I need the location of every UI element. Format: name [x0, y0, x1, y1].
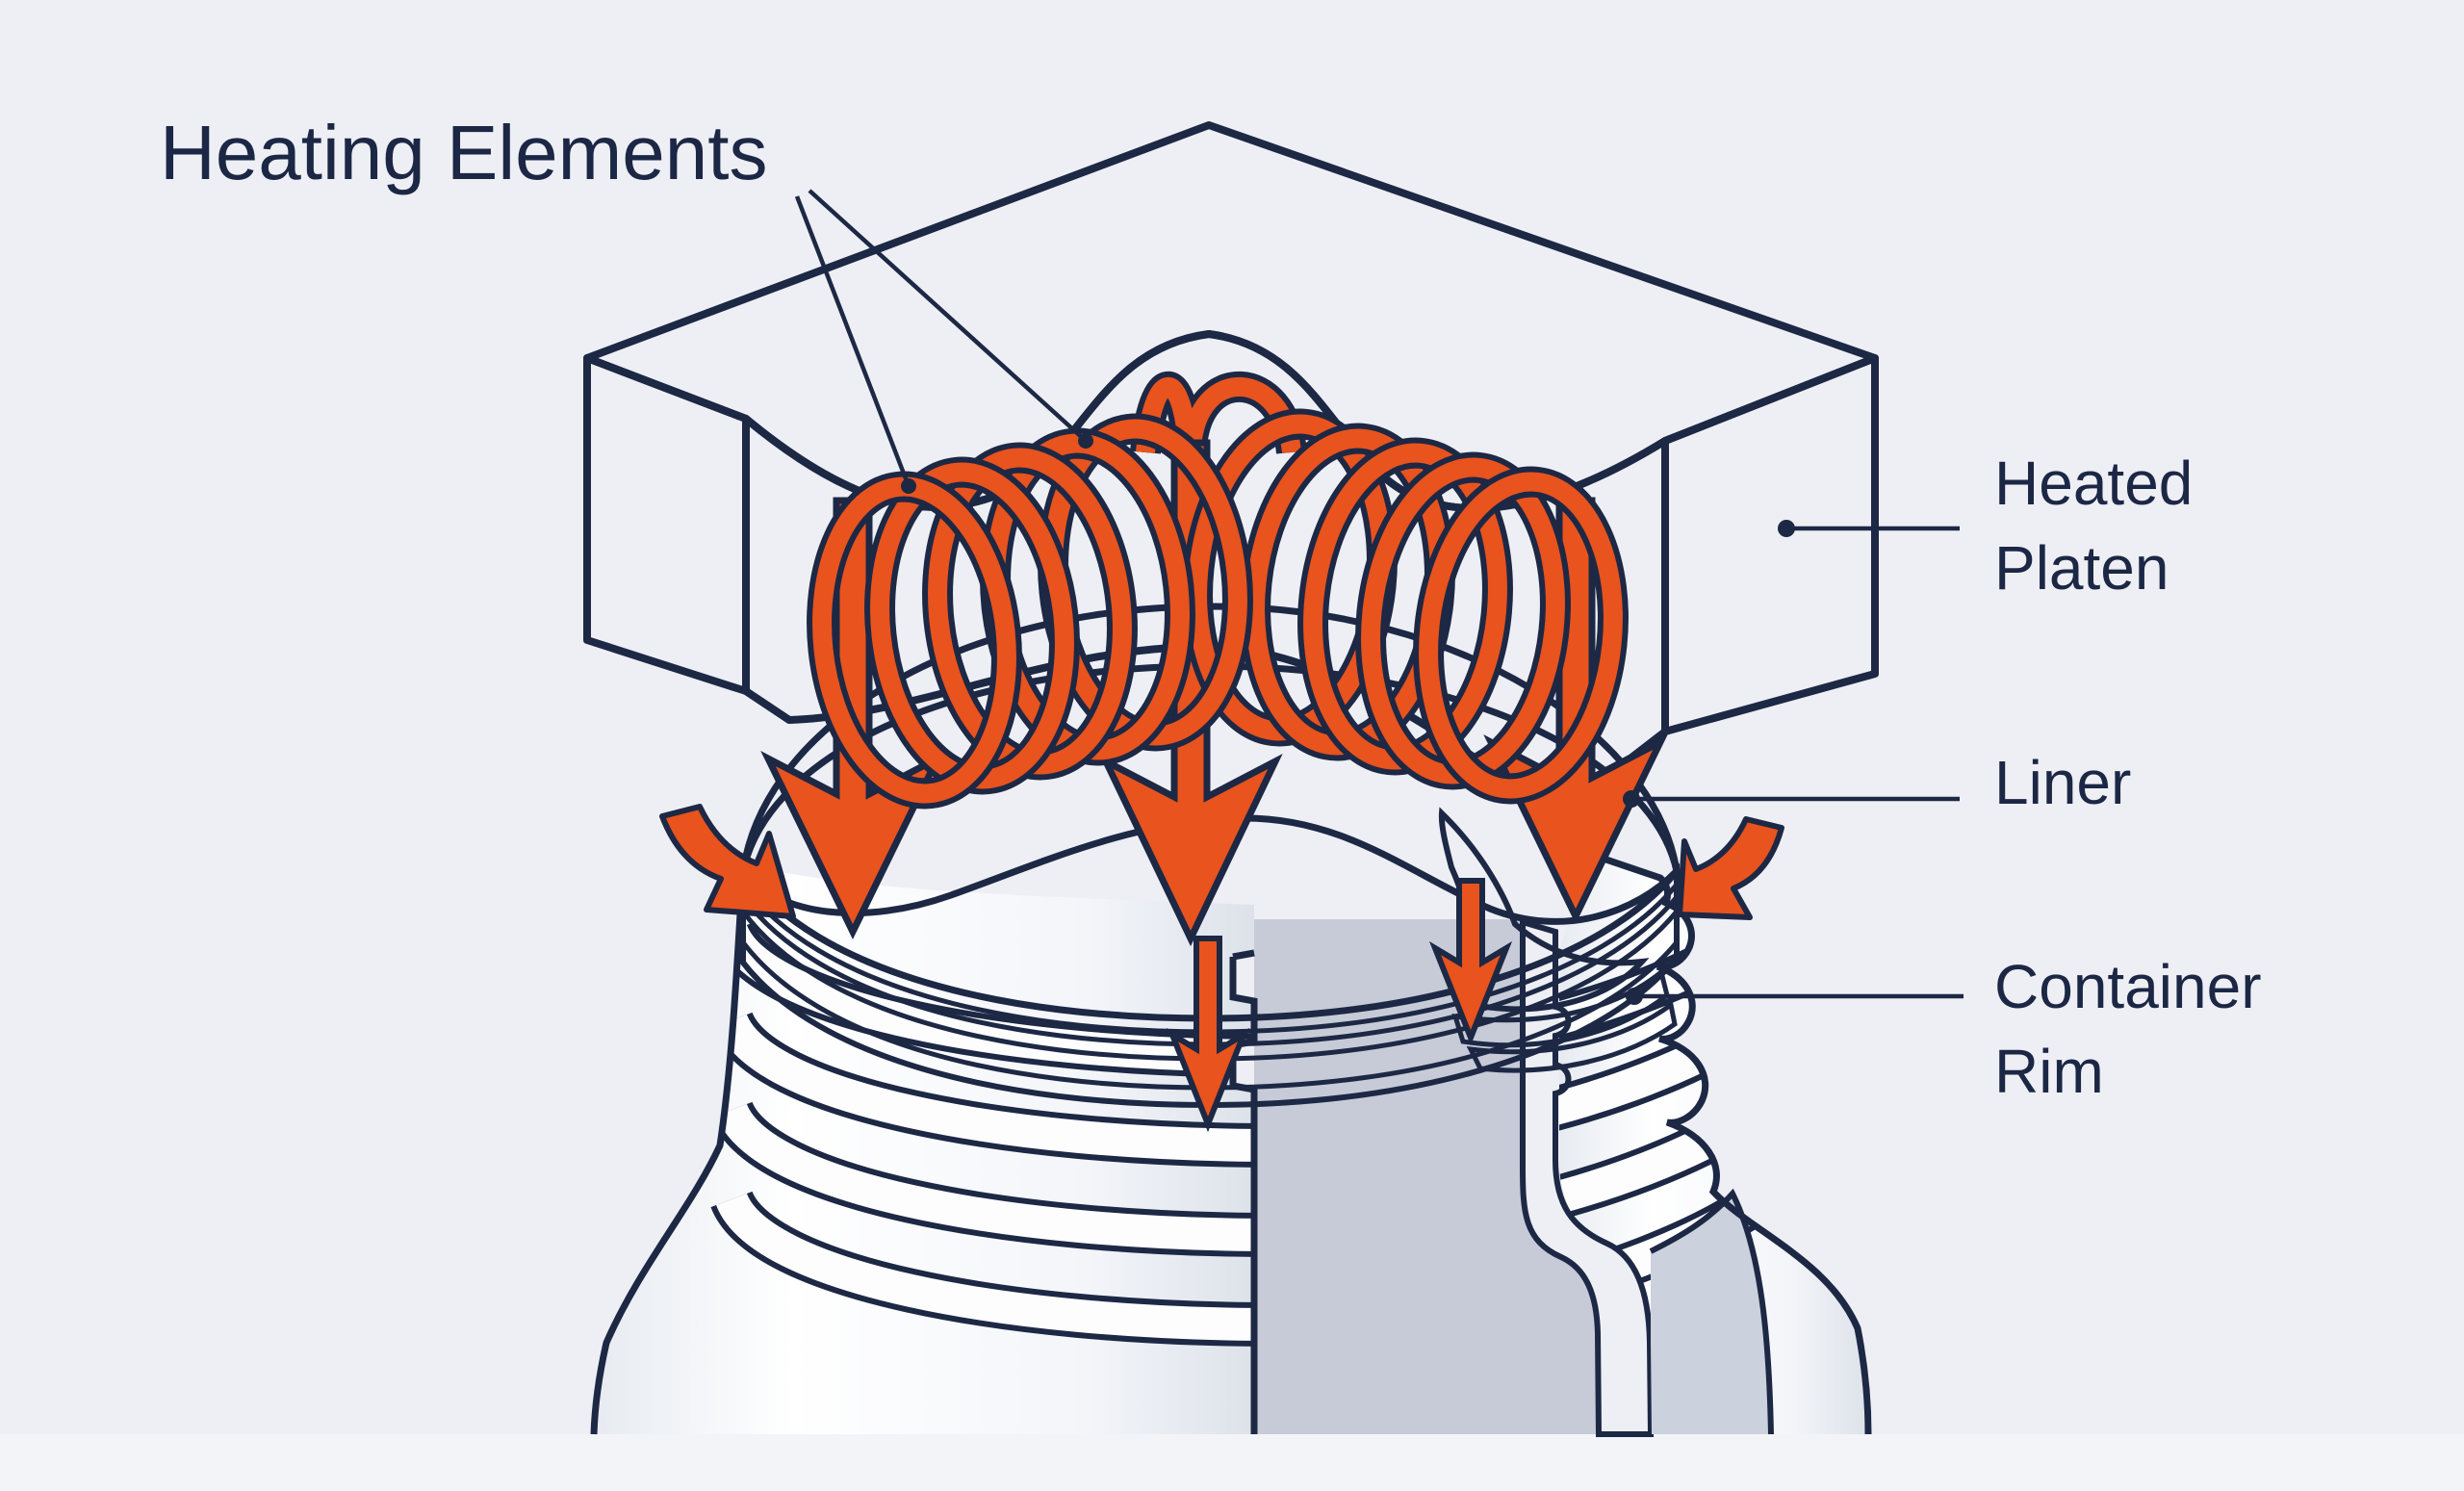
leader-heating-elements — [794, 189, 1093, 494]
leader-container-rim — [1626, 988, 1964, 1005]
platen-left-face — [583, 354, 750, 695]
leader-line — [808, 189, 1088, 443]
leader-heated-platen — [1778, 520, 1960, 537]
bottom-background-band — [0, 1434, 2464, 1491]
label-heated-platen-line1: Heated — [1994, 449, 2193, 518]
bottle-left-half — [594, 864, 1254, 1434]
press-arrow-bent-left — [659, 804, 796, 919]
platen-right-face — [1661, 354, 1879, 735]
press-arrow-bent-right — [1677, 816, 1784, 920]
heating-elements-coils — [760, 371, 1668, 947]
bottle-right-silhouette — [1596, 853, 1872, 1435]
coil-loop-core — [870, 462, 1074, 789]
bottle-left-silhouette — [590, 863, 747, 1435]
leader-liner — [1623, 790, 1960, 808]
cutaway-interior — [1254, 919, 1599, 1434]
pressure-arrows — [659, 804, 1784, 1133]
cross-section-wall — [1520, 917, 1655, 1437]
cutaway-inner-surface — [1651, 1194, 1771, 1434]
heating-coil-left — [807, 413, 1253, 810]
leader-dot — [1078, 433, 1093, 449]
label-heated-platen-line2: Platen — [1994, 533, 2169, 603]
coil-loop-core — [1361, 457, 1565, 784]
label-container-rim-line2: Rim — [1994, 1037, 2104, 1106]
label-heating-elements: Heating Elements — [160, 110, 767, 195]
leader-dot — [1626, 988, 1643, 1005]
leader-line — [794, 195, 911, 487]
leader-dot — [1623, 790, 1640, 808]
label-liner: Liner — [1994, 748, 2131, 817]
liner-backing-tan-band — [740, 904, 1680, 1091]
peel-layer-2 — [1466, 1000, 1678, 1073]
peel-flap — [1438, 807, 1650, 1013]
coil-loop-core — [1303, 443, 1507, 770]
heat-arrow-center — [1098, 439, 1283, 947]
coil-loop-core — [1419, 472, 1623, 799]
seal-arrow-small-left — [1166, 936, 1250, 1133]
coil-loop-core — [812, 476, 1016, 804]
heating-coil-right — [1182, 408, 1629, 805]
leader-dot — [1778, 520, 1795, 537]
leader-dot — [901, 478, 916, 494]
seal-arrow-small-right — [1428, 878, 1513, 1046]
coil-loop-core — [928, 448, 1132, 775]
leader-lines — [794, 189, 1964, 1005]
label-container-rim-line1: Container — [1994, 952, 2262, 1021]
